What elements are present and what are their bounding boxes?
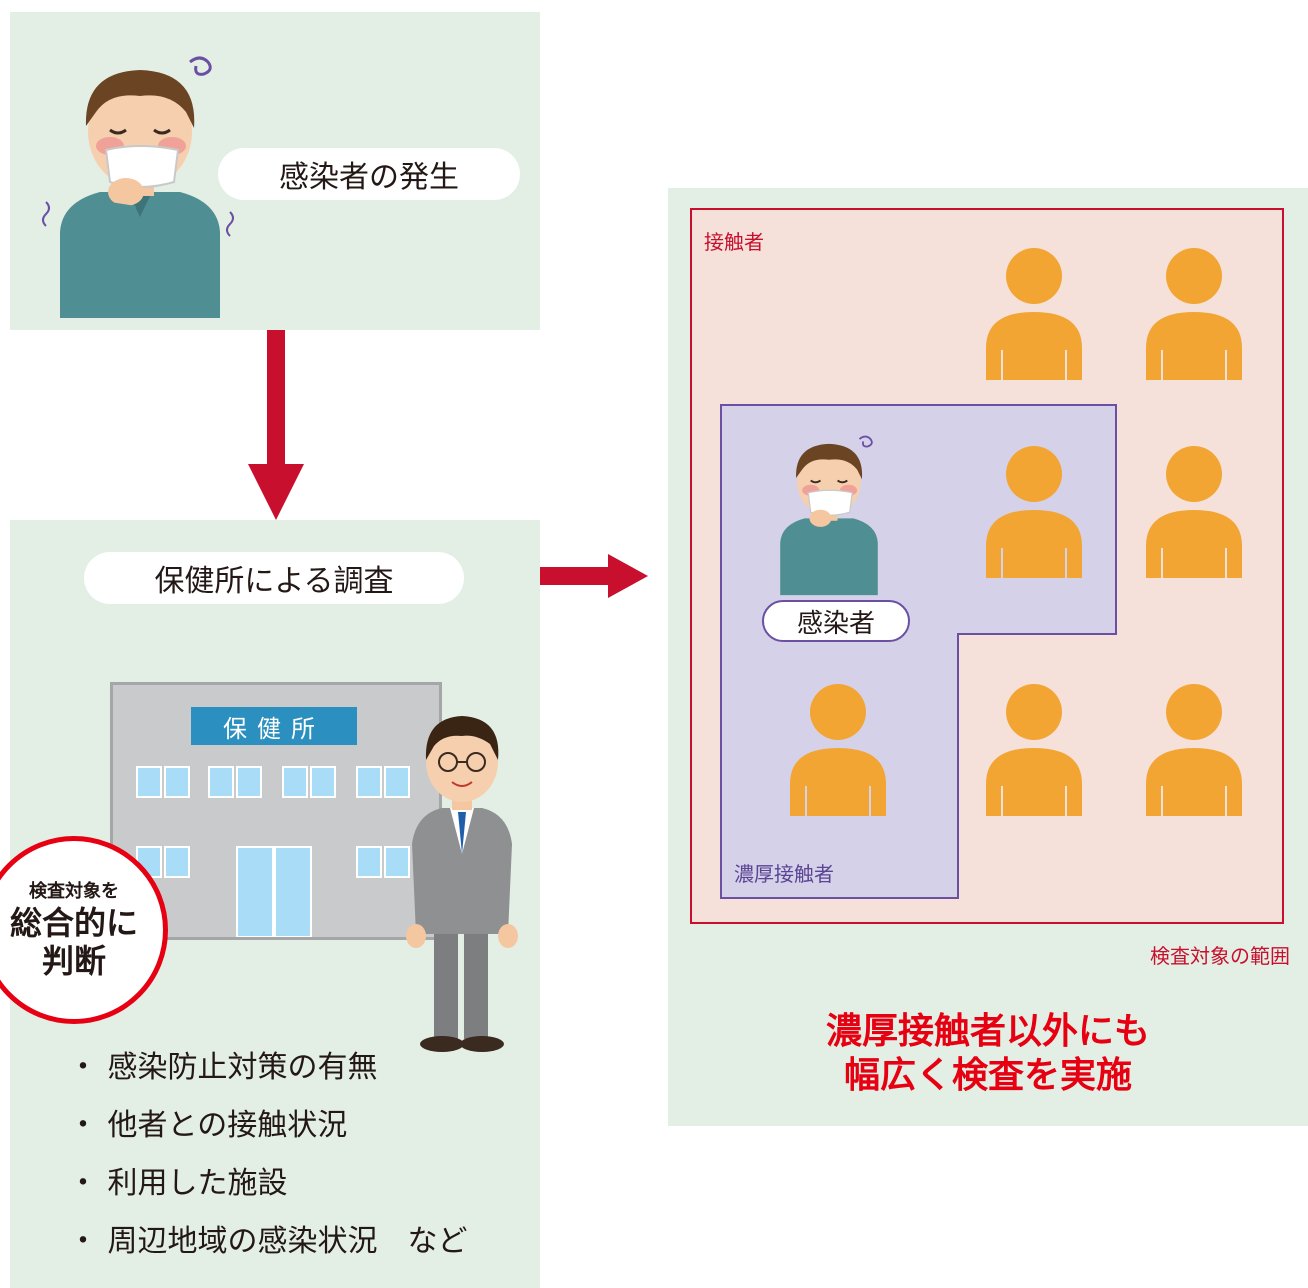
building-sign: 保健所	[191, 707, 357, 745]
test-scope-label: 検査対象の範囲	[1150, 944, 1290, 968]
step1-panel: 感染者の発生	[10, 12, 540, 330]
judgement-badge: 検査対象を 総合的に 判断	[0, 836, 168, 1024]
bullet-item: ・ 周辺地域の感染状況 など	[68, 1224, 468, 1259]
infection-occurs-label: 感染者の発生	[218, 148, 520, 200]
bullet-item: ・ 感染防止対策の有無	[68, 1050, 378, 1085]
bullet-item: ・ 利用した施設	[68, 1166, 288, 1201]
building-windows	[136, 766, 410, 937]
badge-line1: 検査対象を	[29, 881, 119, 902]
step2-panel: 保健所による調査 保健所	[0, 520, 540, 1288]
result-panel: 接触者 濃厚接触者 感染者 検査対象の範囲	[668, 188, 1308, 1126]
conclusion-line2: 幅広く検査を実施	[843, 1055, 1132, 1096]
contact-person-icon	[1146, 684, 1242, 816]
conclusion-line1: 濃厚接触者以外にも	[825, 1011, 1150, 1052]
infected-person-illustration	[780, 435, 878, 596]
right-arrow	[540, 554, 648, 598]
contact-person-icon	[986, 248, 1082, 380]
health-officer-illustration	[406, 716, 518, 1052]
health-center-building: 保健所	[110, 682, 442, 940]
bullet-item: ・ 他者との接触状況	[68, 1108, 348, 1143]
contact-person-icon	[1146, 248, 1242, 380]
building-sign-text: 保健所	[223, 714, 325, 743]
badge-line3: 判断	[41, 942, 106, 980]
infected-label: 感染者	[762, 600, 910, 642]
badge-line2: 総合的に	[9, 904, 138, 942]
close-contacts-label: 濃厚接触者	[734, 862, 834, 886]
down-arrow	[248, 330, 304, 520]
health-center-survey-label: 保健所による調査	[84, 552, 464, 604]
close-contact-person-icon	[986, 446, 1082, 578]
contact-person-icon	[986, 684, 1082, 816]
sick-person-illustration	[42, 56, 234, 318]
close-contact-person-icon	[790, 684, 886, 816]
contact-person-icon	[1146, 446, 1242, 578]
contacts-label: 接触者	[704, 230, 764, 254]
